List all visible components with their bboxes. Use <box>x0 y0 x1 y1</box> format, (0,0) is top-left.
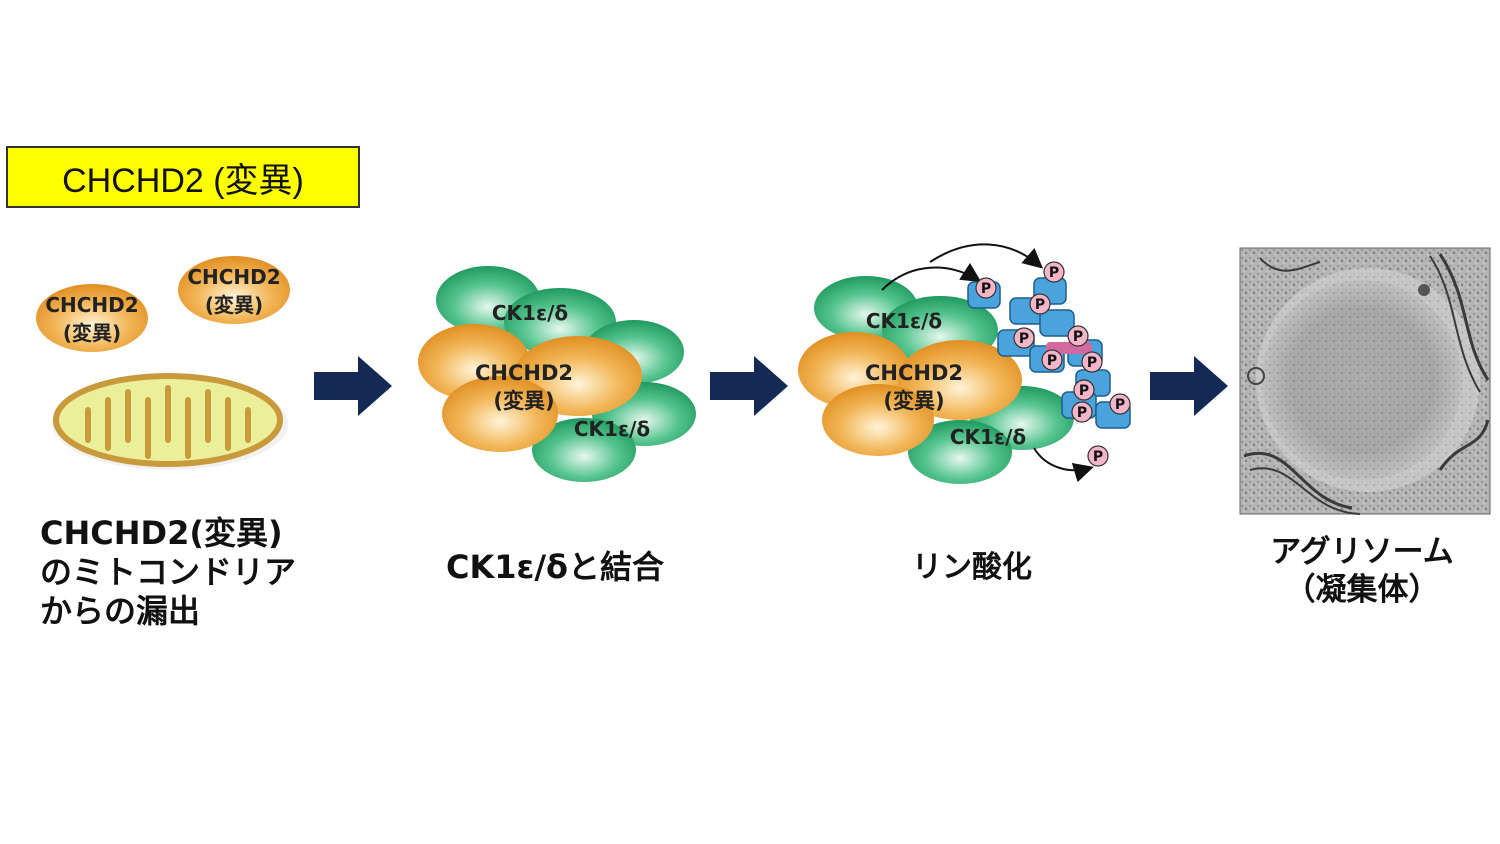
phospho-label: P <box>1019 331 1029 347</box>
caption-leakage-line-2: のミトコンドリア <box>40 553 297 592</box>
aggresome-micrograph <box>1239 247 1491 515</box>
caption-leakage: CHCHD2(変異) のミトコンドリア からの漏出 <box>40 514 296 631</box>
phospho-label: P <box>1049 265 1059 281</box>
ck1-label-bind-2: CK1ε/δ <box>574 417 650 441</box>
phospho-label: P <box>1035 297 1045 313</box>
title-label: CHCHD2 (変異) <box>62 161 304 200</box>
phospho-label: P <box>1087 355 1097 371</box>
chchd2-label-right-1: CHCHD2 <box>187 265 280 289</box>
flow-arrow-1 <box>314 356 392 416</box>
panel-binding: CK1ε/δ CHCHD2 (変異) CK1ε/δ <box>418 266 696 482</box>
ck1-label-phos-1: CK1ε/δ <box>866 309 942 333</box>
caption-aggresome-line-1: アグリソーム <box>1270 534 1454 570</box>
ck1-label-phos-2: CK1ε/δ <box>950 425 1026 449</box>
phospho-arrow-3 <box>1033 447 1094 483</box>
caption-aggresome-line-2: （凝集体） <box>1284 571 1440 608</box>
title-box: CHCHD2 (変異) <box>6 146 360 208</box>
phospho-arrow-2 <box>929 243 1044 269</box>
chchd2-label-bind-1: CHCHD2 <box>475 361 573 385</box>
phospho-label: P <box>1115 397 1125 413</box>
caption-aggresome: アグリソーム （凝集体） <box>1262 534 1462 610</box>
chchd2-blob-small-left <box>36 284 148 352</box>
phospho-label: P <box>1047 353 1057 369</box>
caption-phosphorylation: リン酸化 <box>912 550 1032 585</box>
chchd2-label-phos-1: CHCHD2 <box>865 361 963 385</box>
flow-arrow-2 <box>710 356 788 416</box>
chchd2-label-right-2: (変異) <box>205 293 263 317</box>
phospho-markers: P P P P P P P P P P P <box>975 261 1131 467</box>
chchd2-label-left-1: CHCHD2 <box>45 293 138 317</box>
caption-leakage-line-1: CHCHD2(変異) <box>40 514 283 552</box>
caption-binding: CK1ε/δと結合 <box>446 548 665 586</box>
caption-leakage-line-3: からの漏出 <box>40 592 201 631</box>
chchd2-label-phos-2: (変異) <box>883 389 944 413</box>
ck1-label-bind-1: CK1ε/δ <box>492 301 568 325</box>
phospho-label: P <box>1073 329 1083 345</box>
phospho-label: P <box>1077 405 1087 421</box>
phospho-arrow-1 <box>881 262 982 291</box>
panel-leakage: CHCHD2 (変異) CHCHD2 (変異) <box>36 256 290 470</box>
flow-arrow-3 <box>1150 356 1228 416</box>
phospho-label: P <box>981 281 991 297</box>
phospho-label: P <box>1079 383 1089 399</box>
chchd2-blob-small-right <box>178 256 290 324</box>
phospho-label: P <box>1093 449 1103 465</box>
chchd2-label-left-2: (変異) <box>63 321 121 345</box>
chchd2-label-bind-2: (変異) <box>493 389 554 413</box>
panel-phosphorylation: CK1ε/δ CHCHD2 (変異) CK1ε/δ P P P P P <box>798 243 1131 484</box>
mitochondrion-icon <box>52 373 288 470</box>
